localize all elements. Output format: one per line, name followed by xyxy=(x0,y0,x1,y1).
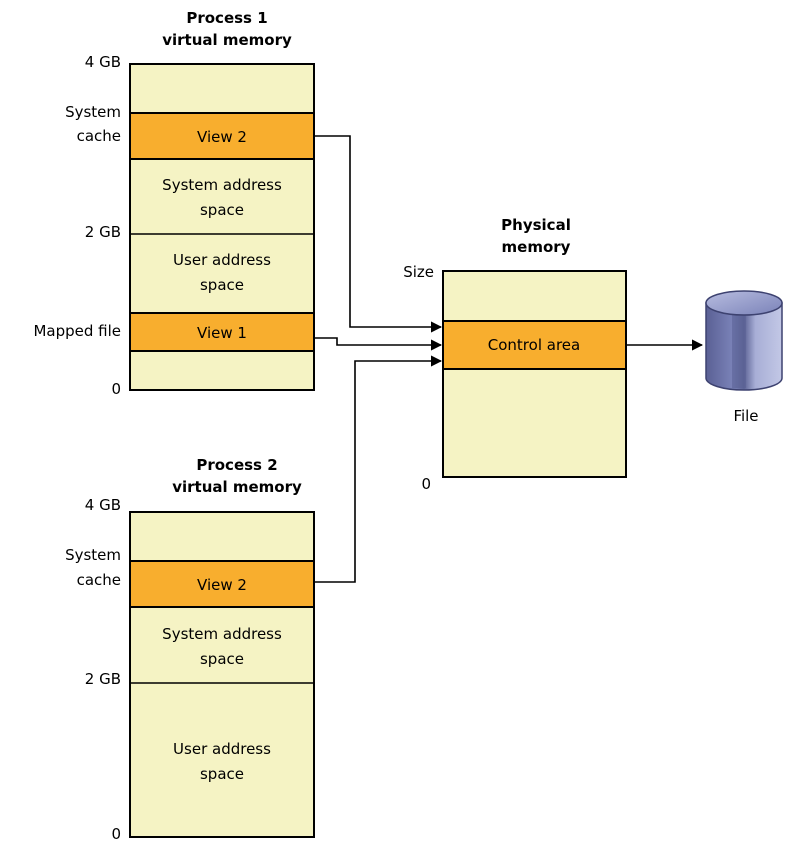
physical-size-label: Size xyxy=(403,263,434,281)
physical-title-line2: memory xyxy=(502,238,571,256)
process1-user-space-line1: User address xyxy=(173,251,271,269)
process1-view2-connector xyxy=(314,135,443,333)
file: File xyxy=(705,290,783,425)
process2-system-space-line2: space xyxy=(200,650,244,668)
process1-title-line2: virtual memory xyxy=(162,31,292,49)
process1-view2-label: View 2 xyxy=(197,128,247,146)
process2-2gb-label: 2 GB xyxy=(85,670,121,688)
process2-4gb-label: 4 GB xyxy=(85,496,121,514)
process1-view2-segment xyxy=(129,112,315,160)
process2-view2-segment xyxy=(129,560,315,608)
physical-zero-label: 0 xyxy=(421,475,431,493)
process2-view2-label: View 2 xyxy=(197,576,247,594)
process2-user-space-line1: User address xyxy=(173,740,271,758)
process2-system-label-line1: System xyxy=(65,546,121,564)
physical-title-line1: Physical xyxy=(501,216,571,234)
control-area-label: Control area xyxy=(488,336,580,354)
process1-zero-label: 0 xyxy=(111,380,121,398)
process1-system-label-line2: cache xyxy=(77,127,121,145)
process1-system-label-line1: System xyxy=(65,103,121,121)
process1-system-space-line2: space xyxy=(200,201,244,219)
process2-user-space-line2: space xyxy=(200,765,244,783)
process1-virtual-memory: Process 1 virtual memory View 2 System a… xyxy=(33,9,315,398)
process2-view2-connector xyxy=(314,355,443,583)
process1-2gb-label: 2 GB xyxy=(85,223,121,241)
process1-user-space-line2: space xyxy=(200,276,244,294)
process2-zero-label: 0 xyxy=(111,825,121,841)
file-label: File xyxy=(733,407,758,425)
mapping-connectors xyxy=(314,135,704,583)
process2-system-label-line2: cache xyxy=(77,571,121,589)
process1-view1-label: View 1 xyxy=(197,324,247,342)
file-cylinder-icon xyxy=(705,290,783,391)
physical-memory: Physical memory Control area Size 0 xyxy=(403,216,627,493)
process2-system-space-line1: System address xyxy=(162,625,282,643)
control-area-segment xyxy=(442,320,627,370)
process2-title-line1: Process 2 xyxy=(196,456,277,474)
process1-view1-segment xyxy=(129,312,315,352)
process2-title-line2: virtual memory xyxy=(172,478,302,496)
process1-system-space-line1: System address xyxy=(162,176,282,194)
process1-view1-connector xyxy=(314,337,443,351)
physical-memory-box xyxy=(442,270,627,478)
process2-virtual-memory: Process 2 virtual memory View 2 System a… xyxy=(65,456,315,841)
process1-mapped-file-label: Mapped file xyxy=(33,322,121,340)
process1-4gb-label: 4 GB xyxy=(85,53,121,71)
process1-title-line1: Process 1 xyxy=(186,9,267,27)
